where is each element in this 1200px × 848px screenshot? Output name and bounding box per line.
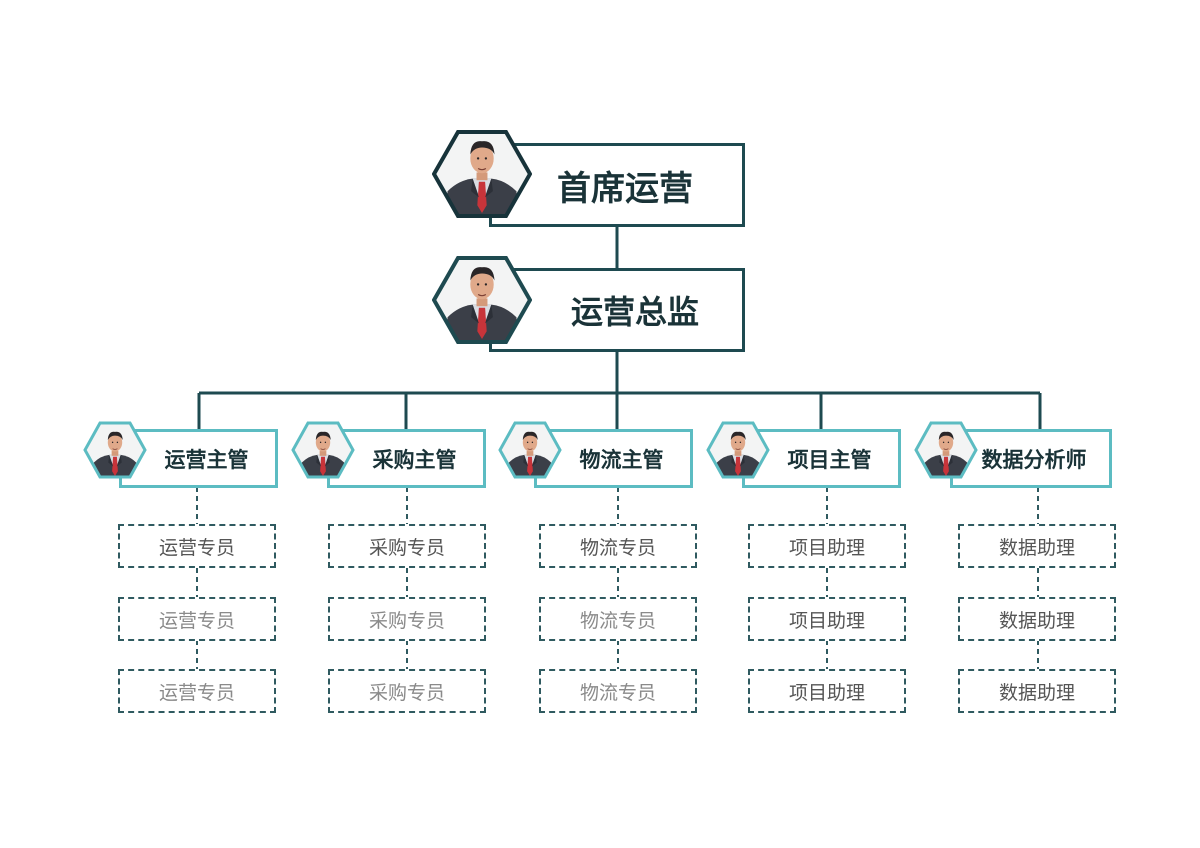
staff-title: 数据助理	[998, 536, 1075, 559]
staff-title: 采购专员	[368, 609, 445, 632]
staff-title: 物流专员	[579, 681, 656, 704]
staff-node: 采购专员	[328, 669, 486, 713]
staff-node: 物流专员	[539, 597, 697, 641]
staff-title: 项目助理	[788, 681, 865, 704]
businessman-avatar-icon	[498, 421, 562, 479]
staff-title: 运营专员	[158, 681, 235, 704]
staff-node: 物流专员	[539, 524, 697, 568]
businessman-avatar-icon	[706, 421, 770, 479]
staff-node: 数据助理	[958, 669, 1116, 713]
manager-title: 项目主管	[787, 447, 872, 472]
staff-title: 数据助理	[998, 609, 1075, 632]
top-node-title: 首席运营	[557, 168, 693, 209]
businessman-avatar-icon	[914, 421, 978, 479]
staff-title: 项目助理	[788, 536, 865, 559]
manager-node: 运营主管	[119, 429, 278, 488]
manager-title: 数据分析师	[981, 447, 1087, 472]
staff-node: 项目助理	[748, 597, 906, 641]
staff-node: 物流专员	[539, 669, 697, 713]
staff-title: 运营专员	[158, 609, 235, 632]
staff-title: 项目助理	[788, 609, 865, 632]
businessman-avatar-icon	[432, 256, 532, 344]
staff-title: 数据助理	[998, 681, 1075, 704]
manager-title: 物流主管	[579, 447, 664, 472]
manager-node: 采购主管	[327, 429, 486, 488]
staff-title: 物流专员	[579, 536, 656, 559]
manager-node: 项目主管	[742, 429, 901, 488]
manager-node: 数据分析师	[950, 429, 1112, 488]
businessman-avatar-icon	[432, 130, 532, 218]
staff-node: 项目助理	[748, 524, 906, 568]
top-node-coo: 首席运营	[489, 143, 745, 227]
staff-node: 运营专员	[118, 669, 276, 713]
staff-node: 运营专员	[118, 524, 276, 568]
staff-title: 采购专员	[368, 681, 445, 704]
staff-title: 物流专员	[579, 609, 656, 632]
manager-title: 采购主管	[372, 447, 457, 472]
top-node-title: 运营总监	[570, 293, 699, 331]
businessman-avatar-icon	[291, 421, 355, 479]
staff-node: 项目助理	[748, 669, 906, 713]
businessman-avatar-icon	[83, 421, 147, 479]
manager-title: 运营主管	[164, 447, 249, 472]
staff-node: 采购专员	[328, 524, 486, 568]
staff-node: 运营专员	[118, 597, 276, 641]
manager-node: 物流主管	[534, 429, 693, 488]
staff-title: 运营专员	[158, 536, 235, 559]
staff-node: 数据助理	[958, 524, 1116, 568]
staff-title: 采购专员	[368, 536, 445, 559]
staff-node: 数据助理	[958, 597, 1116, 641]
staff-node: 采购专员	[328, 597, 486, 641]
